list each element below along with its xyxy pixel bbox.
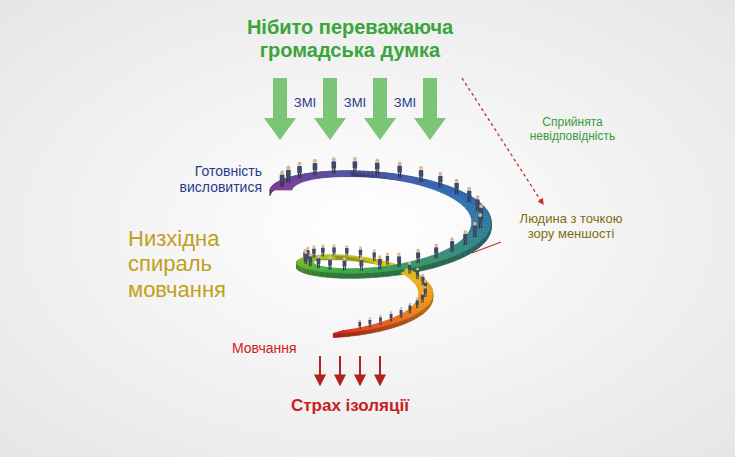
minority-label: Людина з точкою зору меншості bbox=[505, 212, 637, 242]
spiral-band bbox=[270, 189, 292, 196]
person-figure bbox=[434, 244, 438, 259]
person-figure bbox=[297, 162, 302, 179]
person-figure bbox=[397, 253, 401, 267]
spiral-band bbox=[419, 293, 433, 299]
media-label: ЗМІ bbox=[340, 96, 370, 111]
person-figure bbox=[375, 158, 380, 174]
person-figure bbox=[378, 255, 382, 269]
person-figure bbox=[450, 237, 454, 252]
person-figure bbox=[416, 249, 420, 263]
person-figure bbox=[386, 253, 389, 265]
person-figure bbox=[421, 292, 424, 303]
person-figure bbox=[343, 257, 347, 271]
person-figure bbox=[321, 244, 325, 257]
spiral-band bbox=[418, 288, 432, 294]
spiral-band bbox=[383, 266, 387, 277]
spiral-band bbox=[388, 173, 392, 179]
person-figure bbox=[397, 161, 401, 177]
person-figure bbox=[373, 249, 376, 261]
person-figure bbox=[379, 315, 382, 325]
media-label: ЗМІ bbox=[290, 96, 320, 111]
person-figure bbox=[308, 253, 312, 266]
silence-label: Мовчання bbox=[232, 340, 306, 356]
person-figure bbox=[416, 268, 419, 280]
person-figure bbox=[304, 251, 308, 264]
person-figure bbox=[400, 307, 403, 318]
person-figure bbox=[473, 222, 477, 237]
title: Нібито переважаюча громадська думка bbox=[225, 16, 475, 62]
perceived-mismatch-label: Сприйнята невідповідність bbox=[515, 116, 630, 144]
person-figure bbox=[280, 170, 285, 187]
willingness-label: Готовність висловитися bbox=[150, 163, 262, 195]
person-figure bbox=[419, 166, 423, 182]
spiral-label: Низхідна спираль мовчання bbox=[128, 226, 263, 302]
person-figure bbox=[467, 187, 471, 203]
spiral-band bbox=[418, 289, 432, 295]
spiral-band bbox=[350, 269, 359, 279]
spiral-illustration bbox=[270, 157, 491, 337]
person-figure bbox=[478, 213, 482, 228]
person-figure bbox=[328, 256, 332, 270]
person-figure bbox=[454, 179, 458, 195]
spiral-band bbox=[471, 216, 491, 223]
person-figure bbox=[408, 262, 411, 274]
person-figure bbox=[317, 255, 321, 269]
spiral-band bbox=[270, 188, 292, 195]
person-figure bbox=[408, 303, 411, 314]
person-figure bbox=[438, 172, 442, 188]
media-label: ЗМІ bbox=[390, 96, 420, 111]
person-figure bbox=[368, 317, 371, 327]
isolation-arrows bbox=[320, 356, 380, 384]
person-figure bbox=[463, 230, 467, 245]
fear-label: Страх ізоляції bbox=[250, 396, 450, 416]
person-figure bbox=[303, 249, 307, 262]
spiral-band bbox=[419, 294, 433, 300]
person-figure bbox=[313, 159, 318, 176]
person-figure bbox=[286, 166, 291, 183]
person-figure bbox=[390, 311, 393, 321]
spiral-band bbox=[271, 187, 293, 194]
leader-line bbox=[472, 242, 501, 253]
spiral-band bbox=[333, 331, 342, 338]
person-figure bbox=[424, 286, 427, 297]
person-figure bbox=[312, 245, 316, 258]
person-figure bbox=[331, 157, 336, 174]
media-arrows bbox=[264, 78, 446, 140]
person-figure bbox=[416, 298, 419, 309]
person-figure bbox=[475, 195, 479, 210]
